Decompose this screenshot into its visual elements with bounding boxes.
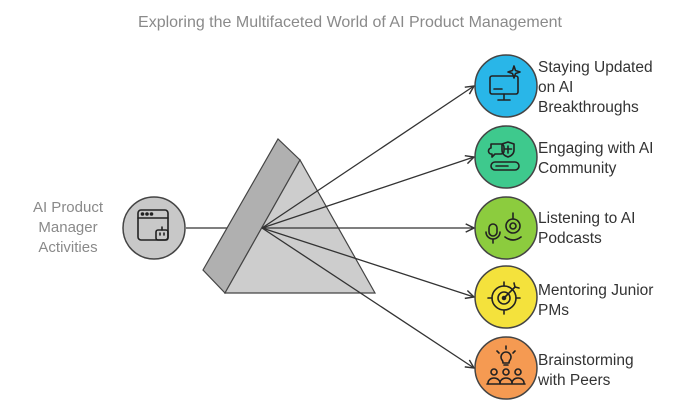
item-label-line: on AI [538,79,574,96]
item-label-4: Mentoring Junior PMs [538,281,698,321]
item-label-line: Brainstorming [538,352,634,369]
item-node-4 [474,265,538,329]
arrow-4 [261,227,474,297]
item-label-line: Mentoring Junior [538,282,654,299]
monitor-sparkle-icon [489,65,521,101]
item-node-3 [474,196,538,260]
item-label-line: Community [538,160,617,177]
item-label-line: Listening to AI [538,210,636,227]
arrow-2 [261,157,474,229]
idea-group-icon [486,345,526,385]
community-chat-icon [487,141,520,171]
prism [202,138,377,294]
source-label-line: AI Product [32,199,104,216]
item-node-2 [474,125,538,189]
item-label-5: Brainstorming with Peers [538,351,698,391]
output-arrows [261,86,474,368]
item-label-3: Listening to AI Podcasts [538,209,698,249]
arrow-5 [261,227,474,368]
item-label-line: Podcasts [538,230,602,247]
target-icon [487,281,521,315]
item-label-line: Breakthroughs [538,99,639,116]
podcast-microphone-icon [485,212,522,244]
source-label-line: Activities [38,239,98,256]
diagram-title: Exploring the Multifaceted World of AI P… [138,14,562,31]
item-label-line: PMs [538,302,569,319]
item-node-1 [474,54,538,118]
source-node [122,196,186,260]
item-label-line: Staying Updated [538,59,653,76]
source-label: AI Product Manager Activities [18,198,118,258]
item-label-line: Engaging with AI [538,140,654,157]
item-label-2: Engaging with AI Community [538,139,698,179]
item-node-5 [474,336,538,400]
arrow-1 [261,86,474,229]
source-label-line: Manager [38,219,98,236]
browser-robot-icon [137,209,169,241]
item-label-1: Staying Updated on AI Breakthroughs [538,58,698,118]
item-label-line: with Peers [538,372,611,389]
